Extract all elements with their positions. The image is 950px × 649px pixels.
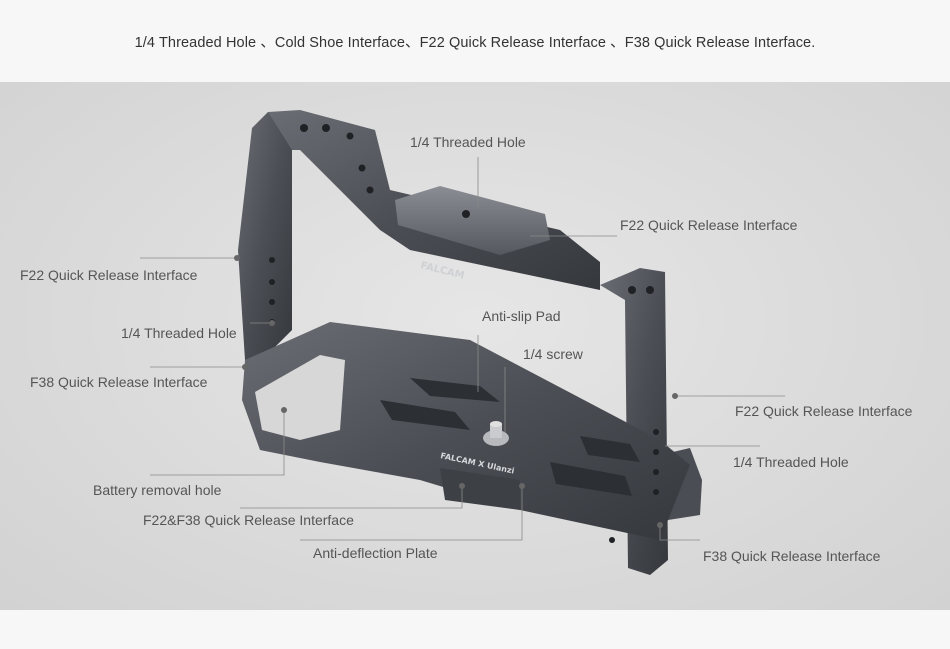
cage-left-frame	[238, 112, 292, 360]
callout-dots	[234, 255, 678, 528]
callout-right-f22-interface: F22 Quick Release Interface	[735, 403, 913, 419]
bottom-strip	[0, 610, 950, 649]
callout-battery-removal-hole: Battery removal hole	[93, 482, 222, 498]
anti-deflection-plate-shape	[440, 468, 520, 510]
brand-top-text: FALCAM	[419, 260, 465, 282]
callout-left-threaded-hole: 1/4 Threaded Hole	[121, 325, 237, 341]
callout-lines	[140, 157, 785, 541]
callout-left-f22-interface: F22 Quick Release Interface	[20, 267, 198, 283]
callout-left-f38-interface: F38 Quick Release Interface	[30, 374, 208, 390]
header-caption: 1/4 Threaded Hole 、Cold Shoe Interface、F…	[134, 34, 816, 51]
callout-f22-f38-interface: F22&F38 Quick Release Interface	[143, 512, 354, 528]
callout-right-f38-interface: F38 Quick Release Interface	[703, 548, 881, 564]
anti-slip-pads	[380, 378, 640, 496]
callout-top-threaded-hole: 1/4 Threaded Hole	[410, 134, 526, 150]
callout-quarter-screw: 1/4 screw	[523, 346, 583, 362]
callout-top-f22-interface: F22 Quick Release Interface	[620, 217, 798, 233]
cold-shoe-plate	[395, 186, 550, 255]
callout-anti-deflection-plate: Anti-deflection Plate	[313, 545, 438, 561]
callout-anti-slip-pad: Anti-slip Pad	[482, 308, 561, 324]
callout-right-threaded-hole: 1/4 Threaded Hole	[733, 454, 849, 470]
battery-cutout	[255, 355, 345, 440]
quarter-screw-icon	[483, 421, 509, 446]
